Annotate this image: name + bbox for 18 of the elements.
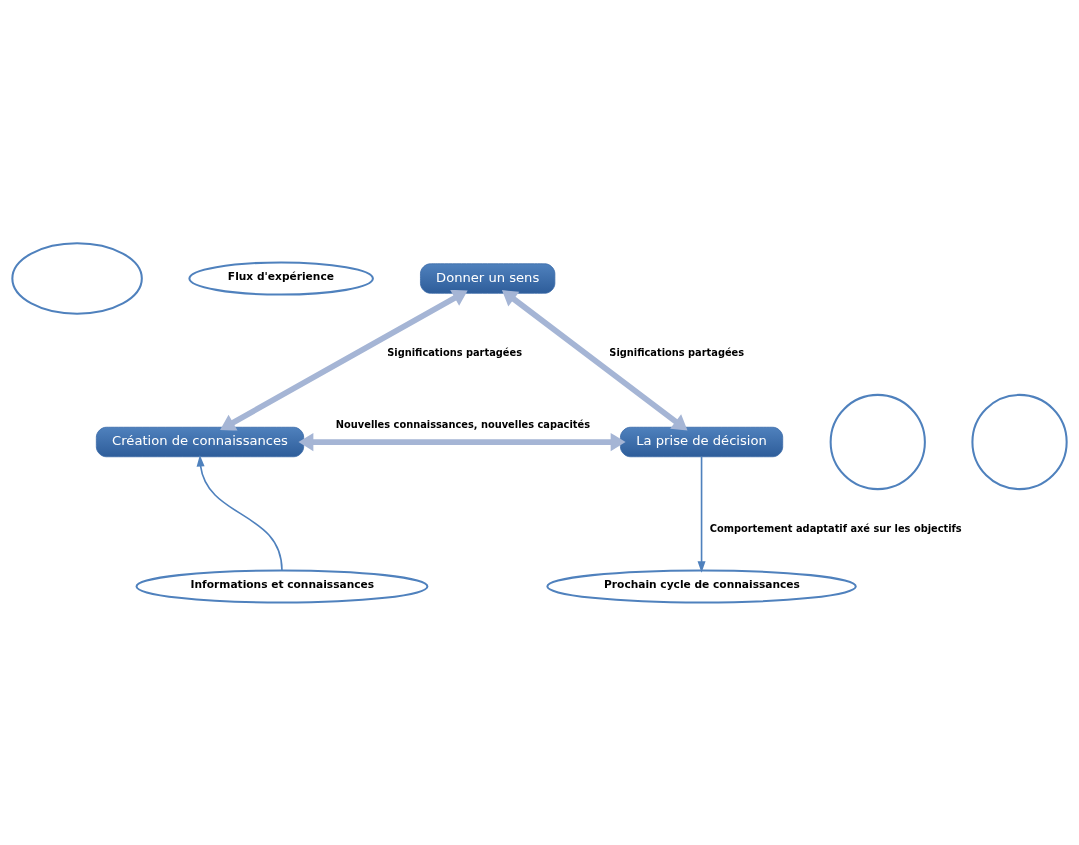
edge-label: Significations partagées: [609, 346, 745, 358]
node-ellipse: Informations et connaissances: [135, 568, 429, 604]
arrow: [697, 455, 706, 573]
node-ellipse: Prochain cycle de connaissances: [546, 568, 857, 604]
arrow: [298, 432, 626, 451]
node-ellipse: [11, 241, 143, 315]
node-box: Création de connaissances: [95, 426, 305, 457]
node-box: La prise de décision: [620, 426, 784, 457]
node-ellipse: Flux d'expérience: [188, 260, 374, 296]
edge-label: Comportement adaptatif axé sur les objectifs: [709, 522, 962, 534]
arrow: [220, 289, 468, 431]
arrow: [196, 454, 283, 571]
node-circle: [829, 393, 926, 490]
edge-label: Significations partagées: [387, 346, 523, 358]
edge-label: Nouvelles connaissances, nouvelles capacités: [335, 418, 590, 430]
node-box: Donner un sens: [420, 262, 556, 294]
node-circle: [971, 393, 1068, 490]
arrow: [501, 289, 688, 431]
